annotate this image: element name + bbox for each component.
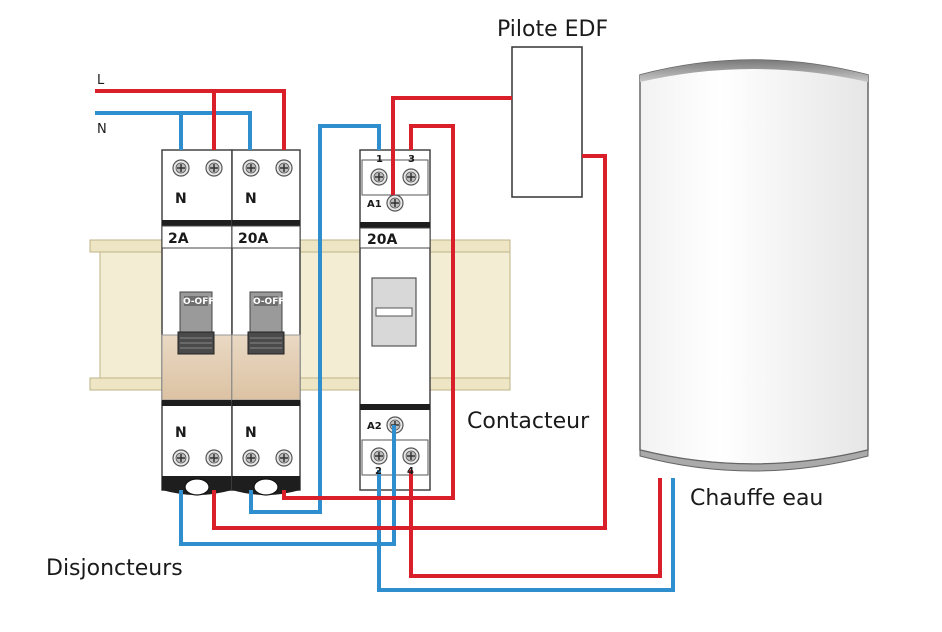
pilot-box <box>511 46 583 198</box>
breaker-2-top-n: N <box>245 191 257 207</box>
breaker-2-rating: 20A <box>238 231 268 247</box>
breaker-1-rating: 2A <box>168 231 189 247</box>
contactor-rating: 20A <box>367 232 397 248</box>
pilot-label: Pilote EDF <box>497 17 608 42</box>
breaker-1-top-n: N <box>175 191 187 207</box>
contactor-terminal-a2: A2 <box>367 421 382 432</box>
neutral-wires <box>95 111 675 592</box>
contactor-terminal-1: 1 <box>376 154 383 165</box>
neutral-label: N <box>97 122 107 137</box>
line-label: L <box>97 73 105 88</box>
heater-label: Chauffe eau <box>690 486 823 511</box>
live-wires <box>95 89 662 578</box>
breaker-1-toggle-text: O-OFF <box>183 297 215 307</box>
contactor-label: Contacteur <box>467 409 590 434</box>
breaker-2 <box>231 149 301 496</box>
breaker-1 <box>161 149 233 496</box>
contactor-terminal-2: 2 <box>375 466 382 477</box>
breaker-1-bottom-n: N <box>175 425 187 441</box>
breaker-2-toggle-text: O-OFF <box>253 297 285 307</box>
water-heater <box>639 59 869 472</box>
contactor-terminal-3: 3 <box>408 154 415 165</box>
breakers-label: Disjoncteurs <box>46 556 183 581</box>
contactor-terminal-4: 4 <box>407 466 414 477</box>
breaker-2-bottom-n: N <box>245 425 257 441</box>
contactor-terminal-a1: A1 <box>367 199 382 210</box>
